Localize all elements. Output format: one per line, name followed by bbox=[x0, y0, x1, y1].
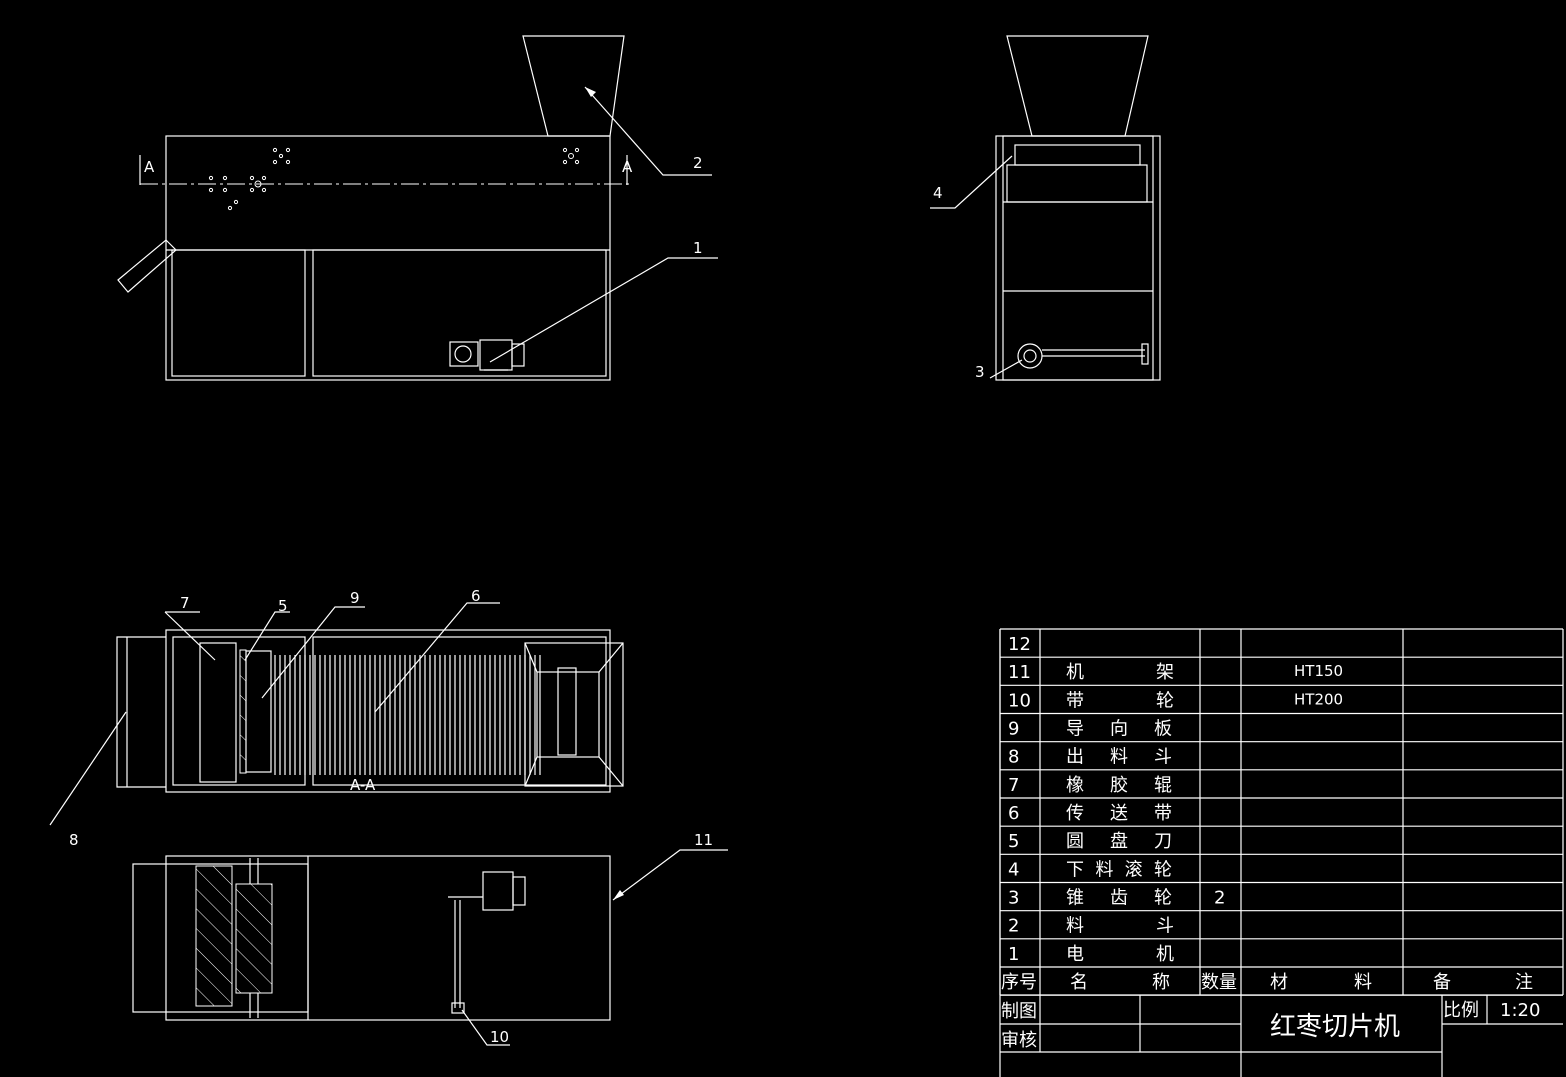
guide-plate bbox=[245, 650, 272, 773]
callout-5: 5 bbox=[278, 597, 288, 615]
part-qty: 2 bbox=[1214, 888, 1225, 909]
parts-row: 11 机架 HT150 bbox=[1008, 662, 1343, 683]
part-name: 圆盘刀 bbox=[1066, 831, 1172, 852]
parts-row: 2 料斗 bbox=[1008, 916, 1174, 937]
rubber-roller bbox=[199, 642, 237, 783]
parts-row: 8 出料斗 bbox=[1008, 747, 1172, 768]
parts-row: 6 传送带 bbox=[1008, 803, 1172, 824]
scale-label: 比例 bbox=[1443, 1000, 1479, 1021]
callout-8: 8 bbox=[69, 831, 79, 849]
part-name: 带轮 bbox=[1066, 690, 1174, 711]
conveyor-belt bbox=[274, 655, 541, 775]
parts-row: 10 带轮 HT200 bbox=[1008, 690, 1343, 711]
part-number: 6 bbox=[1008, 803, 1019, 824]
side-view: 4 3 bbox=[930, 35, 1161, 381]
section-mark-left: A bbox=[144, 158, 155, 176]
callout-9: 9 bbox=[350, 589, 360, 607]
part-name: 下料滚轮 bbox=[1066, 859, 1172, 880]
header-remark: 备注 bbox=[1433, 972, 1533, 993]
section-mark-right: A bbox=[622, 158, 633, 176]
part-number: 12 bbox=[1008, 634, 1031, 655]
top-view: 11 10 bbox=[132, 831, 728, 1046]
parts-row: 3 锥齿轮 2 bbox=[1008, 888, 1225, 909]
machine-frame bbox=[165, 135, 611, 381]
callout-6: 6 bbox=[471, 587, 481, 605]
part-number: 11 bbox=[1008, 662, 1031, 683]
part-name: 机架 bbox=[1066, 662, 1174, 683]
part-material: HT200 bbox=[1294, 690, 1343, 708]
parts-row: 7 橡胶辊 bbox=[1008, 775, 1172, 796]
motor-top bbox=[482, 871, 514, 911]
scale-value: 1:20 bbox=[1500, 1000, 1540, 1021]
callout-2: 2 bbox=[693, 154, 703, 172]
part-name: 橡胶辊 bbox=[1066, 775, 1172, 796]
part-number: 5 bbox=[1008, 831, 1019, 852]
callout-4: 4 bbox=[933, 184, 943, 202]
parts-row: 4 下料滚轮 bbox=[1008, 859, 1172, 880]
part-name: 电机 bbox=[1066, 944, 1174, 965]
part-name: 锥齿轮 bbox=[1066, 888, 1172, 909]
callout-1: 1 bbox=[693, 239, 703, 257]
parts-row: 9 导向板 bbox=[1008, 719, 1172, 740]
part-number: 9 bbox=[1008, 719, 1019, 740]
callout-3: 3 bbox=[975, 363, 985, 381]
part-number: 10 bbox=[1008, 690, 1031, 711]
part-name: 料斗 bbox=[1066, 916, 1174, 937]
part-name: 导向板 bbox=[1066, 719, 1172, 740]
part-number: 4 bbox=[1008, 859, 1019, 880]
part-material: HT150 bbox=[1294, 662, 1343, 680]
motor bbox=[449, 339, 525, 371]
bevel-gear bbox=[1017, 343, 1043, 369]
belt-pulley bbox=[451, 1002, 465, 1014]
part-name: 出料斗 bbox=[1066, 747, 1172, 768]
callout-11: 11 bbox=[694, 831, 713, 849]
drawn-by-label: 制图 bbox=[1001, 1001, 1037, 1022]
outlet-hopper bbox=[524, 642, 624, 787]
part-number: 3 bbox=[1008, 888, 1019, 909]
disc-cutter bbox=[239, 649, 247, 774]
part-number: 8 bbox=[1008, 747, 1019, 768]
checked-by-label: 审核 bbox=[1001, 1030, 1037, 1051]
parts-row: 12 bbox=[1008, 634, 1031, 655]
parts-row: 5 圆盘刀 bbox=[1008, 831, 1172, 852]
front-view: A A 1 2 bbox=[117, 35, 718, 381]
header-material: 材料 bbox=[1270, 972, 1372, 993]
part-number: 1 bbox=[1008, 944, 1019, 965]
leader-2 bbox=[584, 86, 712, 176]
callout-10: 10 bbox=[490, 1028, 509, 1046]
section-view-a-a: A-A 7 5 9 6 8 bbox=[49, 587, 624, 849]
part-name: 传送带 bbox=[1066, 803, 1172, 824]
header-qty: 数量 bbox=[1201, 972, 1237, 993]
callout-7: 7 bbox=[180, 594, 190, 612]
header-no: 序号 bbox=[1001, 972, 1037, 993]
parts-row: 1 电机 bbox=[1008, 944, 1174, 965]
feed-roller bbox=[1014, 144, 1141, 166]
hopper bbox=[522, 35, 625, 137]
part-number: 2 bbox=[1008, 916, 1019, 937]
leader-1 bbox=[489, 257, 718, 363]
title-block: 制图 审核 红枣切片机 比例 1:20 bbox=[999, 629, 1563, 1077]
header-name: 名称 bbox=[1070, 972, 1170, 993]
part-number: 7 bbox=[1008, 775, 1019, 796]
section-view-label: A-A bbox=[350, 776, 376, 794]
drawing-title: 红枣切片机 bbox=[1270, 1012, 1400, 1042]
discharge-chute bbox=[117, 239, 177, 293]
